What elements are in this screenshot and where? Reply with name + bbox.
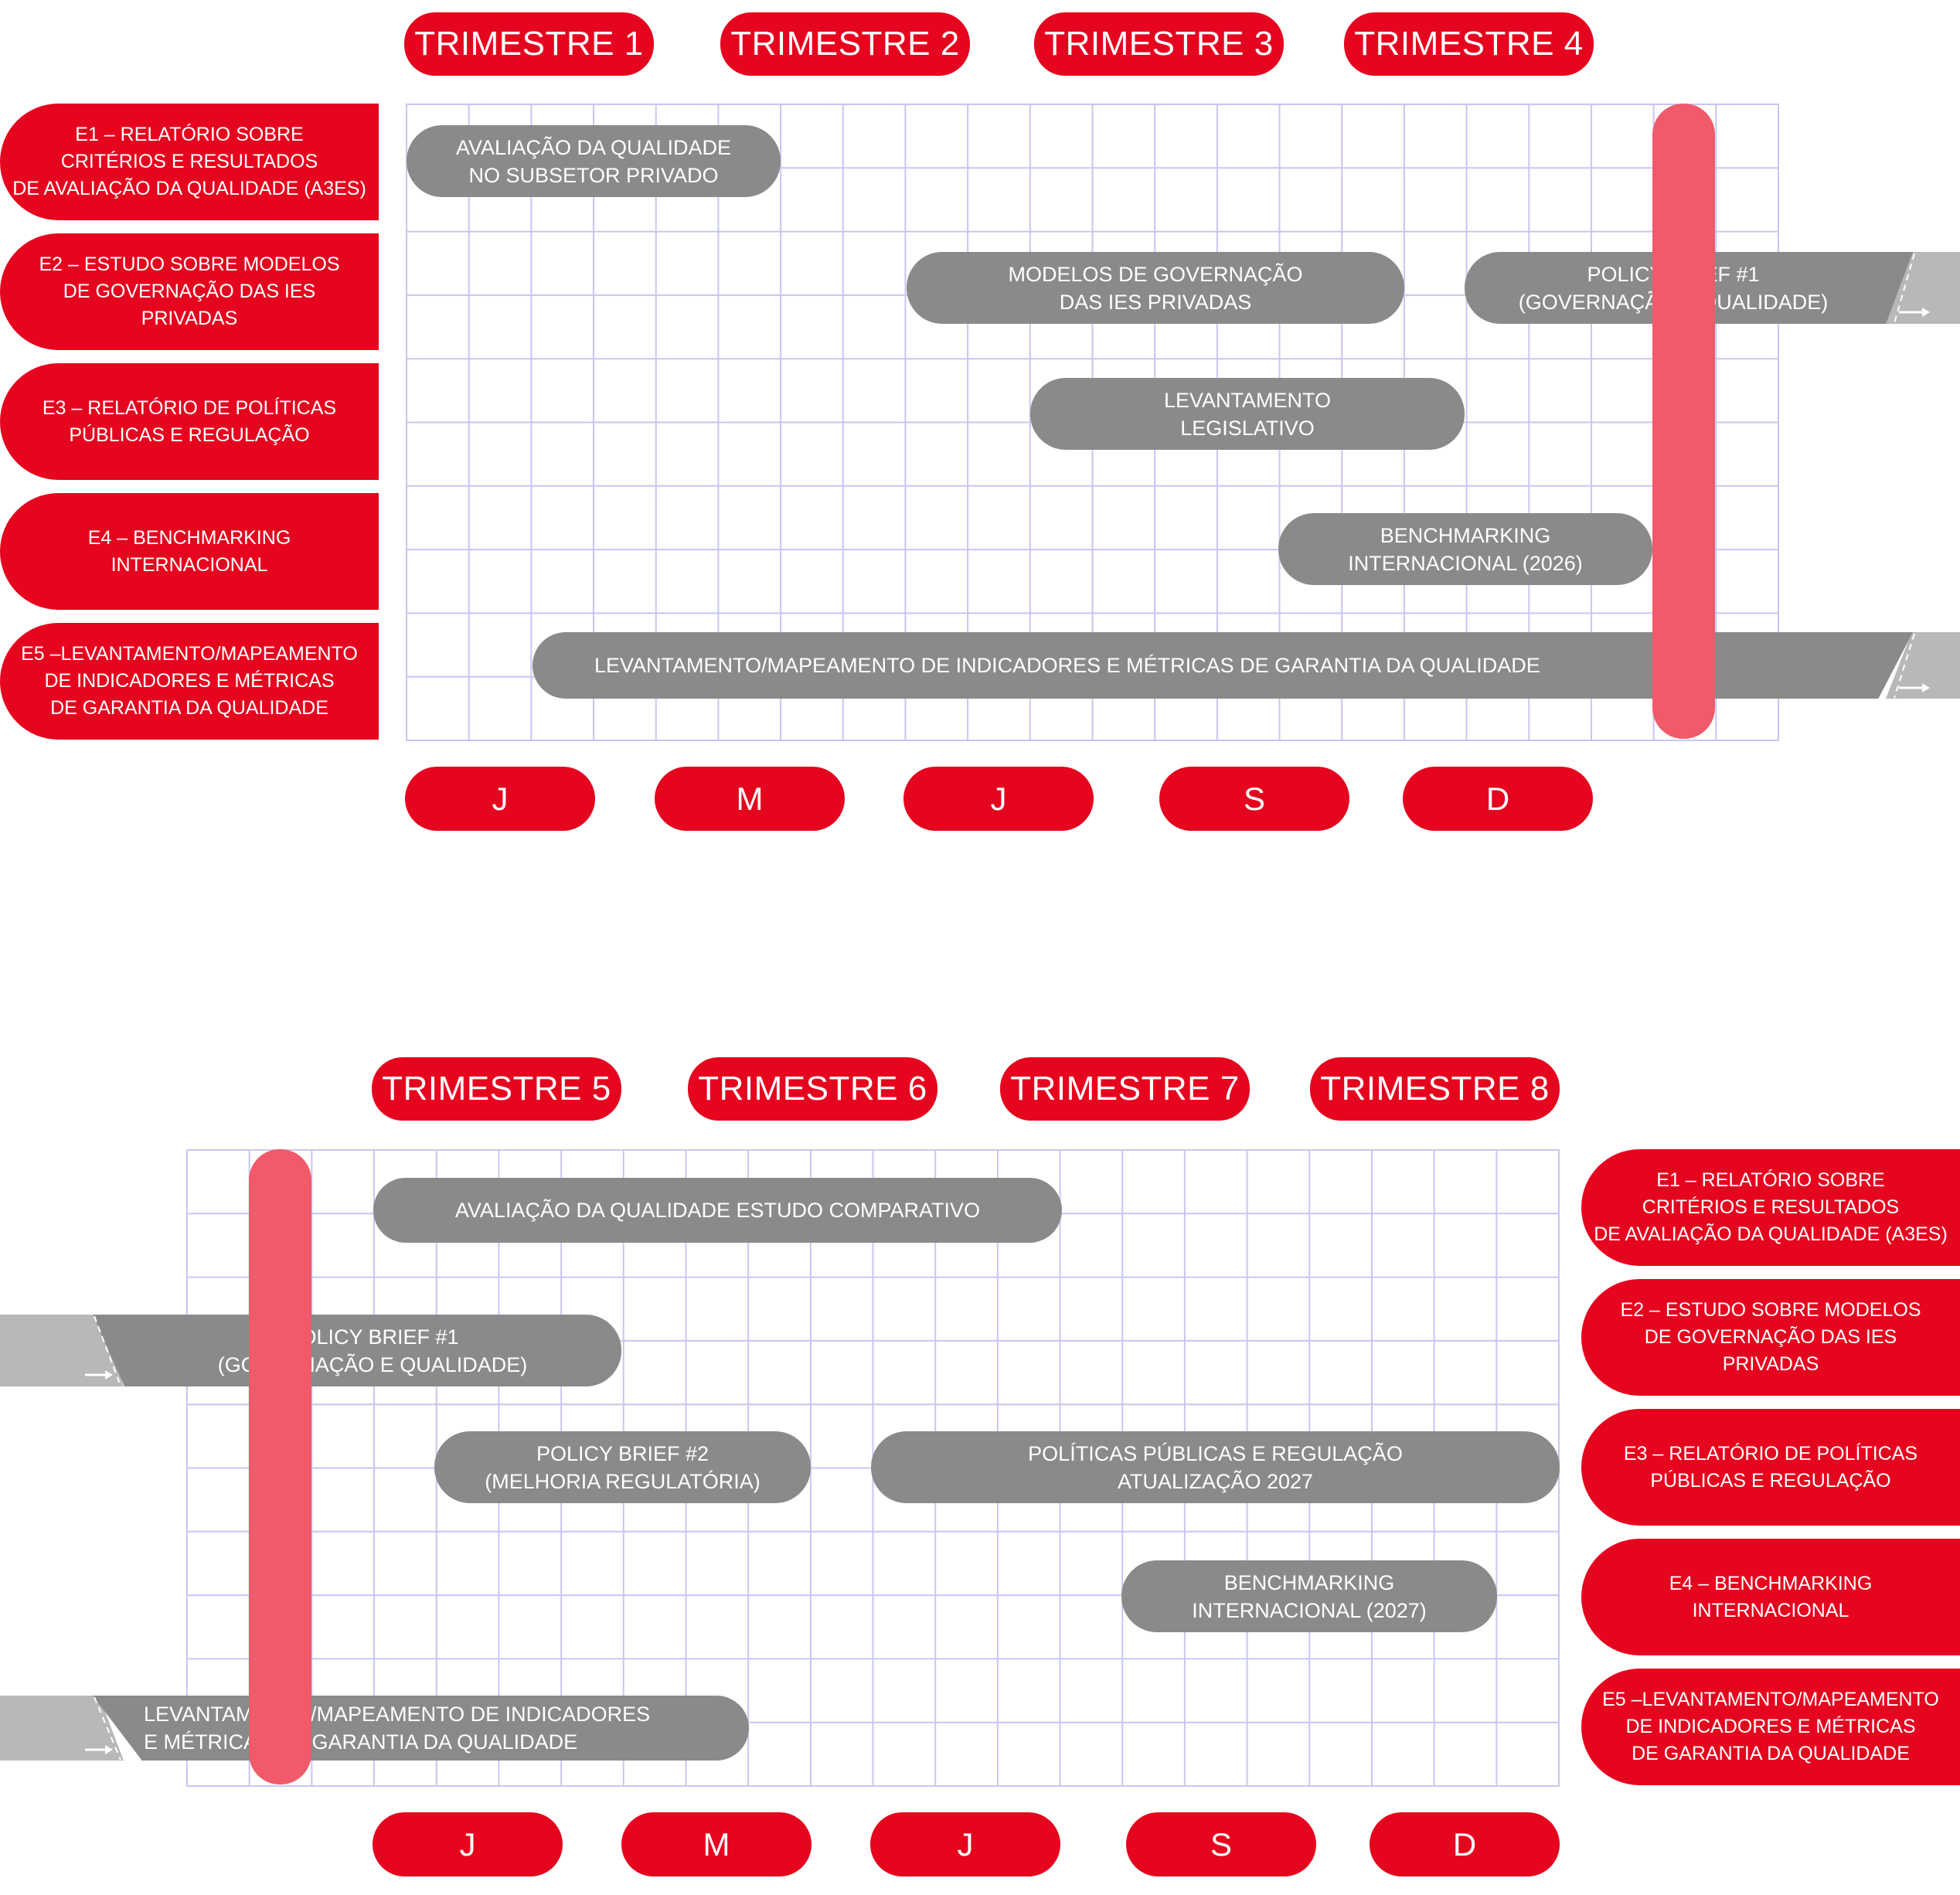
row-label-e4: E4 – BENCHMARKING INTERNACIONAL	[0, 493, 379, 610]
quarter-header-6: TRIMESTRE 6	[688, 1057, 937, 1121]
task-bar-policy-brief-2: POLICY BRIEF #2 (MELHORIA REGULATÓRIA)	[434, 1431, 811, 1503]
task-bar-benchmarking-2027: BENCHMARKING INTERNACIONAL (2027)	[1121, 1560, 1497, 1632]
row-label-e5: E5 –LEVANTAMENTO/MAPEAMENTO DE INDICADOR…	[0, 623, 379, 740]
row-label-e4: E4 – BENCHMARKING INTERNACIONAL	[1581, 1539, 1960, 1655]
row-label-e2: E2 – ESTUDO SOBRE MODELOS DE GOVERNAÇÃO …	[1581, 1279, 1960, 1396]
row-label-e3: E3 – RELATÓRIO DE POLÍTICAS PÚBLICAS E R…	[0, 363, 379, 480]
row-label-e2: E2 – ESTUDO SOBRE MODELOS DE GOVERNAÇÃO …	[0, 233, 379, 350]
row-label-e5: E5 –LEVANTAMENTO/MAPEAMENTO DE INDICADOR…	[1581, 1669, 1960, 1785]
month-label-sep: S	[1159, 767, 1349, 831]
current-period-marker	[1652, 104, 1715, 739]
quarter-header-2: TRIMESTRE 2	[720, 12, 970, 76]
month-label-dec: D	[1403, 767, 1593, 831]
current-period-marker	[249, 1149, 311, 1784]
row-label-e1: E1 – RELATÓRIO SOBRE CRITÉRIOS E RESULTA…	[0, 104, 379, 220]
quarter-header-5: TRIMESTRE 5	[372, 1057, 621, 1121]
quarter-header-4: TRIMESTRE 4	[1344, 12, 1594, 76]
task-bar-benchmarking-2026: BENCHMARKING INTERNACIONAL (2026)	[1278, 513, 1652, 585]
month-label-jan: J	[405, 767, 595, 831]
month-label-jun: J	[903, 767, 1094, 831]
continuation-arrow-icon	[1894, 253, 1930, 324]
quarter-header-8: TRIMESTRE 8	[1310, 1057, 1560, 1121]
task-bar-avaliacao-subsetor-privado: AVALIAÇÃO DA QUALIDADE NO SUBSETOR PRIVA…	[407, 125, 781, 197]
task-bar-modelos-governacao: MODELOS DE GOVERNAÇÃO DAS IES PRIVADAS	[907, 252, 1404, 324]
month-label-dec: D	[1370, 1812, 1560, 1876]
month-label-mar: M	[621, 1812, 812, 1876]
task-bar-levantamento-indicadores: LEVANTAMENTO/MAPEAMENTO DE INDICADORES E…	[93, 1696, 749, 1761]
continuation-arrow-icon	[85, 1315, 121, 1386]
quarter-header-7: TRIMESTRE 7	[1000, 1057, 1250, 1121]
quarter-header-3: TRIMESTRE 3	[1034, 12, 1284, 76]
month-label-jun: J	[870, 1812, 1060, 1876]
task-bar-politicas-publicas-2027: POLÍTICAS PÚBLICAS E REGULAÇÃO ATUALIZAÇ…	[871, 1431, 1560, 1503]
month-label-mar: M	[655, 767, 845, 831]
month-label-jan: J	[373, 1812, 563, 1876]
quarter-header-1: TRIMESTRE 1	[404, 12, 654, 76]
row-label-e3: E3 – RELATÓRIO DE POLÍTICAS PÚBLICAS E R…	[1581, 1409, 1960, 1526]
task-bar-levantamento-legislativo: LEVANTAMENTO LEGISLATIVO	[1030, 378, 1465, 450]
continuation-arrow-icon	[1894, 633, 1930, 699]
task-bar-policy-brief-1: POLICY BRIEF #1 (GOVERNAÇÃO E QUALIDADE)	[93, 1315, 621, 1386]
month-label-sep: S	[1126, 1812, 1316, 1876]
continuation-arrow-icon	[85, 1696, 121, 1761]
row-label-e1: E1 – RELATÓRIO SOBRE CRITÉRIOS E RESULTA…	[1581, 1149, 1960, 1266]
task-bar-estudo-comparativo: AVALIAÇÃO DA QUALIDADE ESTUDO COMPARATIV…	[373, 1178, 1062, 1243]
